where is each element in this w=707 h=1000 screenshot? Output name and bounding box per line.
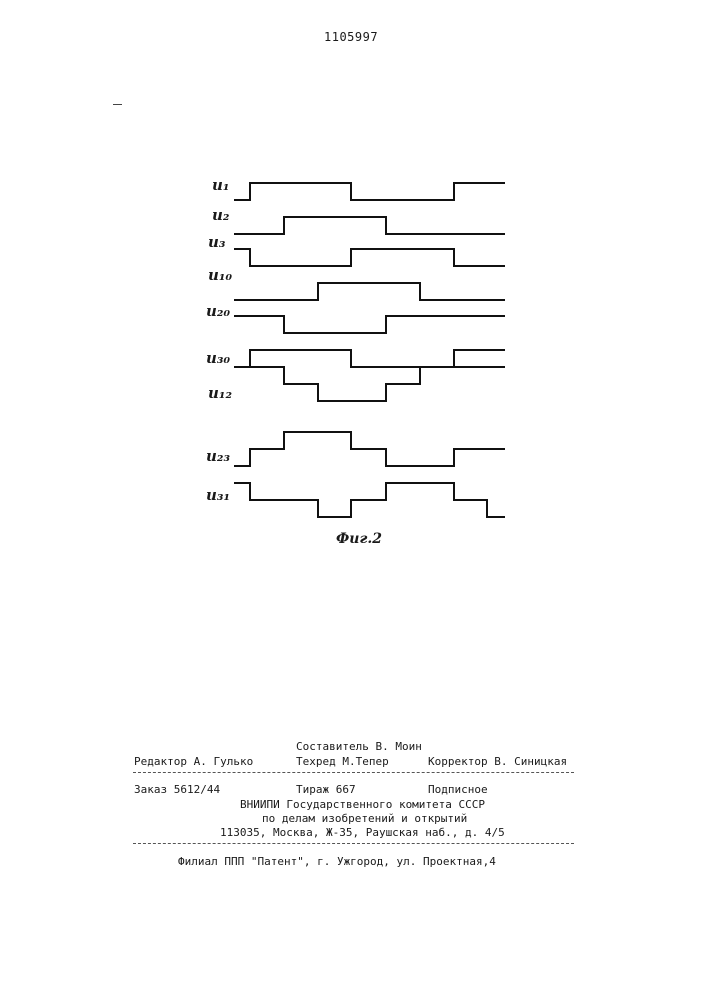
imprint-corrector: Корректор В. Синицкая <box>428 755 567 768</box>
waveform-u12 <box>234 367 505 401</box>
signal-label-u12: u₁₂ <box>208 384 232 402</box>
signal-label-u20: u₂₀ <box>206 302 230 320</box>
waveform-u20 <box>234 316 505 333</box>
imprint-address: 113035, Москва, Ж-35, Раушская наб., д. … <box>220 826 505 839</box>
imprint-rule-bottom <box>133 843 574 844</box>
figure-caption: Фиг.2 <box>336 531 382 547</box>
imprint-order: Заказ 5612/44 <box>134 783 220 796</box>
imprint-circulation: Тираж 667 <box>296 783 356 796</box>
waveform-u10 <box>234 283 505 300</box>
imprint-institute: ВНИИПИ Государственного комитета СССР <box>240 798 485 811</box>
signal-label-u2: u₂ <box>212 206 229 224</box>
signal-label-u10: u₁₀ <box>208 266 232 284</box>
waveform-u30 <box>234 350 505 367</box>
waveform-u1 <box>234 183 505 200</box>
signal-label-u23: u₂₃ <box>206 447 230 465</box>
imprint-compiler: Составитель В. Моин <box>296 740 422 753</box>
imprint-techred: Техред М.Тепер <box>296 755 389 768</box>
imprint-committee-scope: по делам изобретений и открытий <box>262 812 467 825</box>
signal-label-u3: u₃ <box>208 233 225 251</box>
signal-label-u1: u₁ <box>212 176 229 194</box>
waveform-u2 <box>234 217 505 234</box>
waveform-u3 <box>234 249 505 266</box>
imprint-editor: Редактор А. Гулько <box>134 755 253 768</box>
waveform-u31 <box>234 483 505 517</box>
signal-label-u30: u₃₀ <box>206 349 230 367</box>
imprint-rule-top <box>133 772 574 773</box>
imprint-subscription: Подписное <box>428 783 488 796</box>
waveform-u23 <box>234 432 505 466</box>
imprint-branch: Филиал ППП "Патент", г. Ужгород, ул. Про… <box>178 855 496 868</box>
signal-label-u31: u₃₁ <box>206 486 230 504</box>
